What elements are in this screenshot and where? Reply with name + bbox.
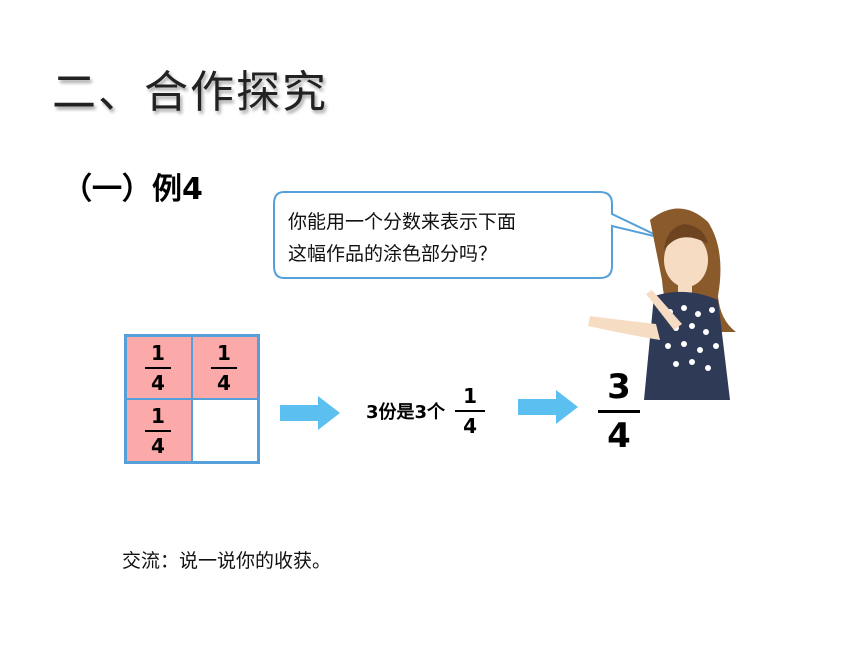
grid-cell-shaded: 1 4 bbox=[126, 399, 192, 462]
cell-fraction: 1 4 bbox=[145, 343, 171, 393]
section-title: 二、合作探究 bbox=[52, 67, 328, 118]
fraction-denominator: 4 bbox=[151, 371, 165, 395]
fraction-denominator: 4 bbox=[463, 414, 478, 438]
right-arrow-icon bbox=[280, 396, 340, 430]
fraction-denominator: 4 bbox=[151, 434, 165, 458]
speech-text: 你能用一个分数来表示下面 这幅作品的涂色部分吗？ bbox=[288, 206, 598, 270]
grid-cell-shaded: 1 4 bbox=[192, 336, 258, 399]
statement-fraction: 1 4 bbox=[455, 384, 486, 438]
fraction-numerator: 1 bbox=[151, 404, 165, 428]
speech-line-1: 你能用一个分数来表示下面 bbox=[288, 211, 517, 233]
grid-cell-empty bbox=[192, 399, 258, 462]
cell-fraction: 1 4 bbox=[145, 406, 171, 456]
fraction-bar bbox=[211, 367, 237, 369]
fraction-bar bbox=[455, 410, 486, 412]
grid-cell-shaded: 1 4 bbox=[126, 336, 192, 399]
fraction-numerator: 1 bbox=[463, 384, 478, 408]
statement-text: 3份是3个 bbox=[366, 402, 446, 423]
result-fraction: 3 4 bbox=[598, 370, 640, 453]
result-fraction-value: 3 4 bbox=[598, 370, 640, 453]
discussion-prompt: 交流：说一说你的收获。 bbox=[122, 550, 332, 572]
speech-line-2: 这幅作品的涂色部分吗？ bbox=[288, 243, 498, 265]
fraction-denominator: 4 bbox=[217, 371, 231, 395]
fraction-denominator: 4 bbox=[607, 416, 631, 456]
right-arrow-icon bbox=[518, 390, 578, 424]
fraction-numerator: 3 bbox=[607, 367, 631, 407]
teacher-illustration bbox=[588, 208, 736, 400]
cell-fraction: 1 4 bbox=[211, 343, 237, 393]
fraction-statement: 3份是3个 1 4 bbox=[366, 384, 486, 438]
fraction-numerator: 1 bbox=[151, 341, 165, 365]
speech-bubble bbox=[273, 191, 663, 279]
fraction-numerator: 1 bbox=[217, 341, 231, 365]
fraction-bar bbox=[145, 367, 171, 369]
fraction-square-grid: 1 4 1 4 1 4 bbox=[124, 334, 260, 464]
fraction-bar bbox=[145, 430, 171, 432]
example-title: （一）例4 bbox=[62, 172, 203, 207]
fraction-bar bbox=[598, 410, 640, 413]
